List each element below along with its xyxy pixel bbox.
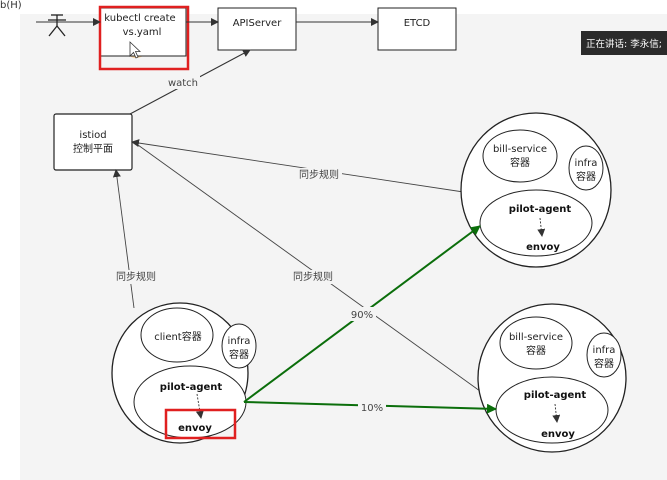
watch-label: watch [168, 78, 198, 89]
bill1-service-label: bill-service [493, 144, 547, 155]
istiod-box [53, 113, 133, 171]
user-actor-icon [48, 14, 66, 37]
client-envoy-highlight [164, 408, 237, 440]
kubectl-label-line2: vs.yaml [123, 27, 162, 38]
mouse-pointer-icon [129, 41, 142, 59]
client-container [140, 307, 214, 363]
bill2-service-sublabel: 容器 [526, 344, 546, 357]
istiod-label: istiod [79, 130, 106, 141]
bill2-pilot-label: pilot-agent [524, 390, 587, 401]
sync-label-mid: 同步规则 [293, 270, 333, 283]
bill1-infra-sublabel: 容器 [576, 170, 596, 183]
kubectl-label-line1: kubectl create [104, 13, 175, 24]
client-infra-label: infra [228, 336, 251, 347]
bill1-service-container [482, 129, 558, 183]
client-pilot-label: pilot-agent [160, 382, 223, 393]
bill1-infra-label: infra [575, 158, 598, 169]
bill2-infra-container [586, 332, 622, 378]
sync-label-top: 同步规则 [299, 168, 339, 181]
client-pilot-envoy-arrow [195, 393, 204, 419]
apiserver-label: APIServer [233, 18, 283, 29]
traffic-90-label: 90% [351, 310, 373, 321]
bill1-envoy-label: envoy [526, 242, 560, 253]
etcd-box [377, 7, 457, 51]
bill1-sidecar [479, 189, 593, 257]
client-infra-container [221, 323, 257, 369]
etcd-label: ETCD [404, 18, 431, 29]
bill2-infra-sublabel: 容器 [594, 357, 614, 370]
bill2-service-label: bill-service [509, 332, 563, 343]
arrow-sync-client-istiod [112, 169, 135, 309]
client-container-label: client容器 [154, 330, 201, 343]
client-infra-sublabel: 容器 [229, 348, 249, 361]
bill2-pilot-envoy-arrow [552, 403, 561, 423]
bill1-pilot-envoy-arrow [537, 217, 546, 237]
bill1-infra-container [568, 145, 604, 191]
bill1-service-sublabel: 容器 [510, 156, 530, 169]
bill2-infra-label: infra [593, 345, 616, 356]
bill2-service-container [499, 316, 573, 370]
kubectl-highlight [98, 5, 190, 71]
client-envoy-label: envoy [178, 423, 212, 434]
istiod-sublabel: 控制平面 [73, 142, 113, 155]
speaker-badge: 正在讲话: 李永信; [581, 31, 667, 55]
sync-label-left: 同步规则 [116, 270, 156, 283]
bill2-envoy-label: envoy [541, 429, 575, 440]
bill1-pilot-label: pilot-agent [509, 204, 572, 215]
traffic-10-label: 10% [361, 403, 383, 414]
apiserver-box [217, 7, 297, 51]
menu-fragment: b(H) [0, 0, 22, 11]
